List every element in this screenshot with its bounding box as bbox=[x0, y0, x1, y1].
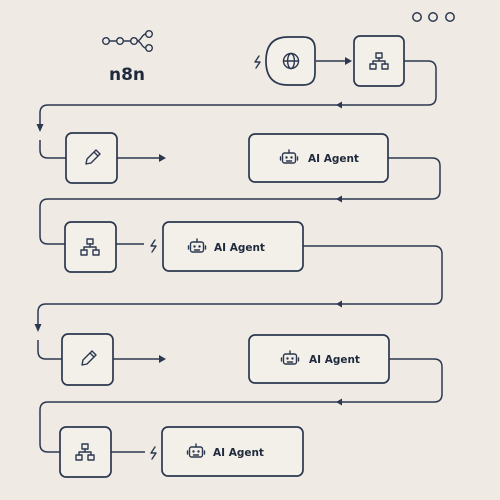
switch-node[interactable] bbox=[64, 221, 117, 273]
ai-agent-label: AI Agent bbox=[213, 447, 264, 459]
robot-icon bbox=[279, 149, 299, 164]
robot-icon bbox=[186, 443, 206, 458]
connections bbox=[34, 57, 443, 453]
edit-node[interactable] bbox=[61, 333, 114, 386]
webhook-trigger-node[interactable] bbox=[265, 36, 316, 86]
globe-icon bbox=[282, 52, 300, 70]
pencil-icon bbox=[81, 350, 97, 366]
ai-agent-label: AI Agent bbox=[309, 354, 360, 366]
pencil-icon bbox=[85, 149, 101, 165]
ai-agent-node[interactable]: AI Agent bbox=[248, 133, 389, 183]
sitemap-icon bbox=[369, 52, 389, 70]
n8n-logo-icon bbox=[101, 30, 153, 53]
robot-icon bbox=[187, 238, 207, 253]
more-dots-icon[interactable] bbox=[412, 12, 455, 22]
robot-icon bbox=[280, 350, 300, 365]
ai-agent-node[interactable]: AI Agent bbox=[162, 221, 304, 272]
switch-node[interactable] bbox=[59, 426, 112, 478]
connector-bolt-icon bbox=[254, 55, 261, 69]
ai-agent-label: AI Agent bbox=[214, 242, 265, 254]
ai-agent-node[interactable]: AI Agent bbox=[161, 426, 304, 477]
connector-bolt-icon bbox=[150, 446, 157, 460]
connector-bolt-icon bbox=[150, 239, 157, 253]
switch-node[interactable] bbox=[353, 35, 405, 87]
sitemap-icon bbox=[80, 238, 100, 256]
ai-agent-node[interactable]: AI Agent bbox=[248, 334, 390, 384]
ai-agent-label: AI Agent bbox=[308, 153, 359, 165]
edit-node[interactable] bbox=[65, 132, 118, 184]
brand-name: n8n bbox=[109, 65, 145, 85]
sitemap-icon bbox=[75, 443, 95, 461]
